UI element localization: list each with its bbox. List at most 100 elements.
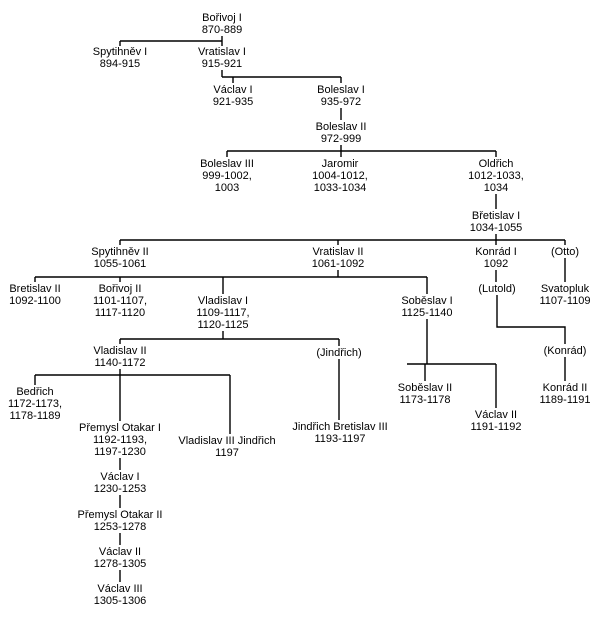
person-name: Oldřich xyxy=(478,158,514,170)
node-spytihnev-ii: Spytihněv II 1055-1061 xyxy=(91,246,148,270)
node-vaclav-i: Václav I 921-935 xyxy=(213,84,253,108)
person-years: 1173-1178 xyxy=(399,394,451,406)
person-years: 1305-1306 xyxy=(93,595,147,607)
person-years: 1140-1172 xyxy=(94,357,146,369)
person-years: 999-1002, xyxy=(202,170,252,182)
person-name: Přemysl Otakar I xyxy=(79,422,161,434)
person-name: Svatopluk xyxy=(540,283,590,295)
person-name: Jindřich Bretislav III xyxy=(292,421,388,433)
connector-lutold-son xyxy=(496,295,566,344)
person-name: Vladislav I xyxy=(197,295,249,307)
person-name: Boleslav I xyxy=(317,84,365,96)
person-years: 1107-1109 xyxy=(539,295,591,307)
person-years: 894-915 xyxy=(99,58,141,70)
node-otto: (Otto) xyxy=(551,246,579,258)
connector-sobeslav-i-children xyxy=(407,319,497,408)
node-vaclav-iii: Václav III 1305-1306 xyxy=(94,583,147,607)
person-name: Přemysl Otakar II xyxy=(77,509,163,521)
person-years: 1092 xyxy=(483,258,509,270)
node-vladislav-iii-jindrich: Vladislav III Jindřich 1197 xyxy=(178,435,275,459)
person-years: 1061-1092 xyxy=(311,258,365,270)
person-name: Vratislav II xyxy=(312,246,364,258)
person-name: Soběslav I xyxy=(401,295,453,307)
connector-vladislav-i-children xyxy=(119,331,340,346)
person-years: 1092-1100 xyxy=(9,295,61,307)
node-vaclav-ii-king: Václav II 1278-1305 xyxy=(94,546,147,570)
connector-boleslav-ii-children xyxy=(226,145,497,157)
person-years: 1189-1191 xyxy=(539,394,591,406)
person-years: 1101-1107, xyxy=(92,295,148,307)
person-name: Václav I xyxy=(100,471,140,483)
node-jindrich: (Jindřich) xyxy=(316,347,361,359)
person-years: 1191-1192 xyxy=(470,421,522,433)
person-name: Václav III xyxy=(97,583,143,595)
person-name: Bořivoj II xyxy=(98,283,142,295)
person-name: (Otto) xyxy=(550,246,580,258)
person-years-2: 1178-1189 xyxy=(9,410,61,422)
node-konrad-i: Konrád I 1092 xyxy=(475,246,517,270)
node-bedrich: Bedřich 1172-1173, 1178-1189 xyxy=(8,386,62,422)
connector-vratislav-ii-children xyxy=(34,270,428,294)
person-years: 870-889 xyxy=(201,24,243,36)
node-sobeslav-i: Soběslav I 1125-1140 xyxy=(401,295,452,319)
person-name: Soběslav II xyxy=(397,382,453,394)
person-name: Bretislav II xyxy=(9,283,61,295)
node-jindrich-bretislav-iii: Jindřich Bretislav III 1193-1197 xyxy=(292,421,387,445)
person-years: 1192-1193, xyxy=(92,434,148,446)
person-years-2: 1120-1125 xyxy=(197,319,249,331)
person-years: 1172-1173, xyxy=(7,398,63,410)
node-premysl-otakar-i: Přemysl Otakar I 1192-1193, 1197-1230 xyxy=(79,422,161,458)
node-bretislav-ii: Bretislav II 1092-1100 xyxy=(9,283,61,307)
connector-vladislav-ii-children xyxy=(34,369,231,434)
node-premysl-otakar-ii: Přemysl Otakar II 1253-1278 xyxy=(78,509,163,533)
person-name: Břetislav I xyxy=(471,210,521,222)
node-boleslav-iii: Boleslav III 999-1002, 1003 xyxy=(200,158,254,194)
node-konrad: (Konrád) xyxy=(544,345,587,357)
person-years: 1055-1061 xyxy=(93,258,147,270)
node-vladislav-ii: Vladislav II 1140-1172 xyxy=(93,345,146,369)
person-years: 1197 xyxy=(215,447,239,459)
person-years: 1012-1033, xyxy=(468,170,524,182)
person-years: 1109-1117, xyxy=(196,307,250,319)
person-years: 1125-1140 xyxy=(401,307,453,319)
person-name: Konrád I xyxy=(475,246,517,258)
connector-borivoj-i-children xyxy=(119,36,223,46)
node-borivoj-i: Bořivoj I 870-889 xyxy=(202,12,242,36)
person-years-2: 1003 xyxy=(214,182,240,194)
person-name: Václav I xyxy=(213,84,253,96)
person-years: 1193-1197 xyxy=(314,433,366,445)
person-name: (Jindřich) xyxy=(316,347,362,359)
person-years: 1253-1278 xyxy=(93,521,147,533)
node-sobeslav-ii: Soběslav II 1173-1178 xyxy=(398,382,452,406)
node-boleslav-ii: Boleslav II 972-999 xyxy=(316,121,367,145)
person-years-2: 1034 xyxy=(483,182,509,194)
person-years: 1230-1253 xyxy=(93,483,147,495)
person-years-2: 1197-1230 xyxy=(94,446,146,458)
node-oldrich: Oldřich 1012-1033, 1034 xyxy=(468,158,524,194)
person-name: Václav II xyxy=(474,409,518,421)
person-name: Bedřich xyxy=(16,386,54,398)
person-years-2: 1033-1034 xyxy=(313,182,367,194)
person-name: Vladislav III Jindřich xyxy=(178,435,276,447)
node-vratislav-ii: Vratislav II 1061-1092 xyxy=(312,246,365,270)
person-name: (Lutold) xyxy=(478,283,516,295)
person-name: (Konrád) xyxy=(543,345,587,357)
node-svatopluk: Svatopluk 1107-1109 xyxy=(540,283,591,307)
node-vaclav-ii: Václav II 1191-1192 xyxy=(471,409,522,433)
person-years: 1034-1055 xyxy=(469,222,523,234)
person-years: 921-935 xyxy=(212,96,254,108)
person-name: Bořivoj I xyxy=(202,12,242,24)
person-years: 1278-1305 xyxy=(93,558,147,570)
node-bretislav-i: Břetislav I 1034-1055 xyxy=(470,210,523,234)
person-years: 915-921 xyxy=(201,58,243,70)
connector-bretislav-i-children xyxy=(119,234,566,245)
node-vaclav-i-king: Václav I 1230-1253 xyxy=(94,471,147,495)
node-borivoj-ii: Bořivoj II 1101-1107, 1117-1120 xyxy=(93,283,147,319)
person-name: Spytihněv II xyxy=(91,246,149,258)
person-years: 972-999 xyxy=(320,133,362,145)
node-vladislav-i: Vladislav I 1109-1117, 1120-1125 xyxy=(196,295,249,331)
person-years: 935-972 xyxy=(320,96,362,108)
person-years-2: 1117-1120 xyxy=(94,307,146,319)
